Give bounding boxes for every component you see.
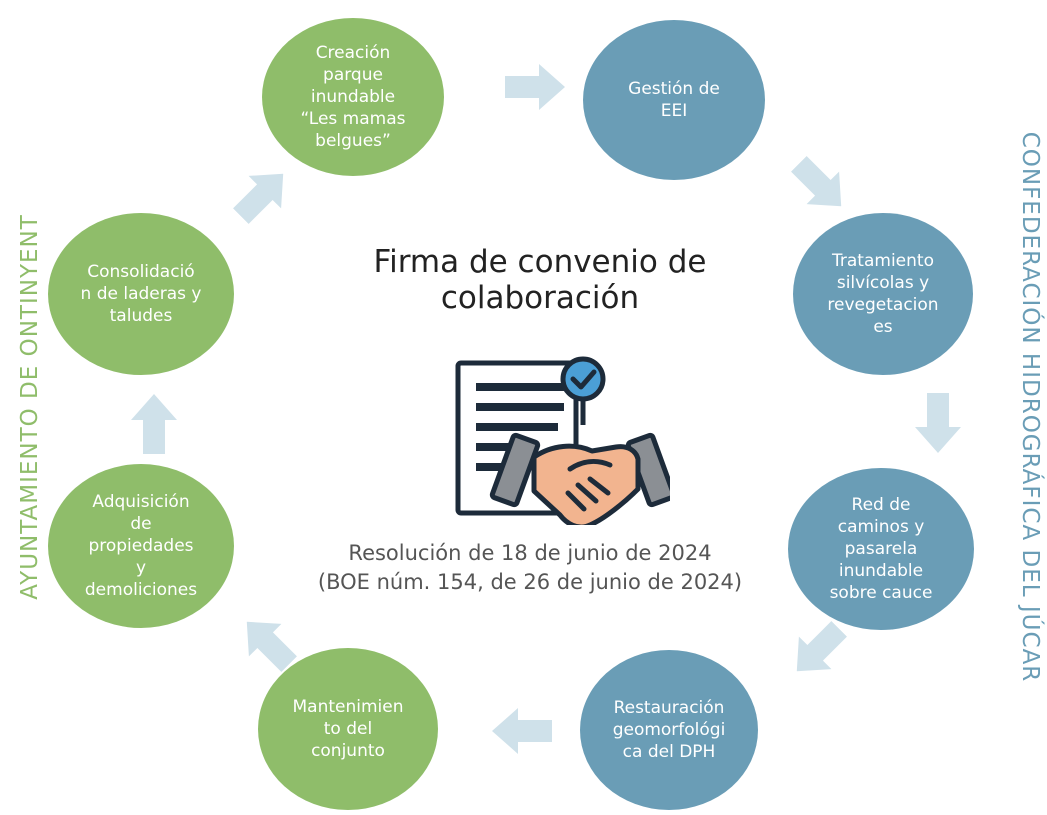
step-label: Red de caminos y pasarela inundable sobr…: [829, 495, 933, 603]
check-badge-icon: [560, 356, 606, 402]
step-tratamiento-silvicolas: Tratamiento silvícolas y revegetacion es: [793, 213, 973, 375]
step-red-caminos: Red de caminos y pasarela inundable sobr…: [788, 468, 974, 630]
step-restauracion-geomorfologica: Restauración geomorfológi ca del DPH: [580, 650, 758, 810]
arrow-icon: [913, 393, 963, 453]
step-label: Tratamiento silvícolas y revegetacion es: [827, 251, 939, 337]
arrow-icon: [779, 611, 857, 689]
step-consolidacion-laderas: Consolidació n de laderas y taludes: [48, 213, 234, 375]
arrow-icon: [129, 394, 179, 454]
diagram-title: Firma de convenio de colaboración: [373, 244, 707, 316]
step-label: Mantenimien to del conjunto: [292, 697, 404, 761]
ayuntamiento-label: AYUNTAMIENTO DE ONTINYENT: [17, 214, 43, 600]
contract-handshake-icon: [440, 355, 677, 530]
step-mantenimiento: Mantenimien to del conjunto: [258, 648, 438, 810]
arrow-icon: [492, 706, 552, 756]
confederacion-label: CONFEDERACIÓN HIDROGRÁFICA DEL JÚCAR: [1017, 131, 1043, 683]
step-creacion-parque: Creación parque inundable “Les mamas bel…: [262, 18, 444, 176]
step-label: Gestión de EEI: [628, 79, 720, 121]
arrow-icon: [781, 146, 859, 224]
arrow-icon: [229, 604, 307, 682]
step-label: Consolidació n de laderas y taludes: [80, 262, 202, 326]
step-label: Adquisición de propiedades y demolicione…: [84, 492, 198, 600]
arrow-icon: [505, 62, 565, 112]
step-adquisicion-propiedades: Adquisición de propiedades y demolicione…: [48, 464, 234, 628]
resolution-text: Resolución de 18 de junio de 2024 (BOE n…: [317, 541, 743, 594]
step-gestion-eei: Gestión de EEI: [583, 20, 765, 180]
arrow-icon: [223, 156, 301, 234]
step-label: Restauración geomorfológi ca del DPH: [612, 698, 726, 762]
step-label: Creación parque inundable “Les mamas bel…: [300, 43, 406, 151]
